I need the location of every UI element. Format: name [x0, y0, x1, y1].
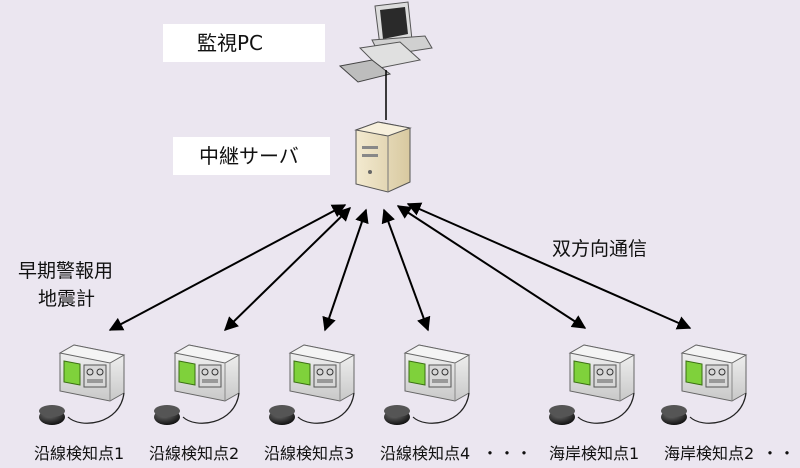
detection-device-icon — [154, 344, 241, 425]
node-label: 沿線検知点2 — [149, 444, 240, 463]
sensor-icon — [154, 405, 180, 425]
node-label: 沿線検知点1 — [34, 444, 125, 463]
equipment-label-line1: 早期警報用 — [18, 260, 114, 282]
detection-devices — [39, 344, 748, 425]
sensor-icon — [549, 405, 575, 425]
node-label: 海岸検知点1 — [549, 444, 640, 463]
sensor-icon — [269, 405, 295, 425]
arrow-to-node3 — [322, 208, 369, 332]
arrow-to-coast2 — [406, 202, 692, 330]
node-label: 海岸検知点2 — [664, 444, 755, 463]
arrow-to-node4 — [381, 208, 431, 332]
sensor-icon — [384, 405, 410, 425]
ellipsis: ・・・ — [482, 444, 534, 463]
monitor-pc-icon — [338, 1, 433, 120]
node-label: 沿線検知点3 — [264, 444, 355, 463]
communication-arrows — [108, 202, 692, 332]
detection-device-icon — [549, 344, 636, 425]
monitor-pc-label: 監視PC — [163, 24, 325, 62]
node-label: 沿線検知点4 — [380, 444, 471, 463]
arrow-to-node1 — [108, 204, 347, 331]
equipment-label-line2: 地震計 — [38, 288, 96, 310]
detection-device-icon — [269, 344, 356, 425]
ellipsis: ・・・ — [762, 444, 800, 463]
detection-device-icon — [384, 344, 471, 425]
sensor-icon — [661, 405, 687, 425]
relay-server-label: 中継サーバ — [173, 137, 330, 175]
relay-server-icon — [354, 121, 412, 193]
arrow-to-coast1 — [396, 205, 587, 329]
detection-device-icon — [661, 344, 748, 425]
bidirectional-label: 双方向通信 — [552, 238, 648, 260]
detection-device-icon — [39, 344, 126, 425]
sensor-icon — [39, 405, 65, 425]
